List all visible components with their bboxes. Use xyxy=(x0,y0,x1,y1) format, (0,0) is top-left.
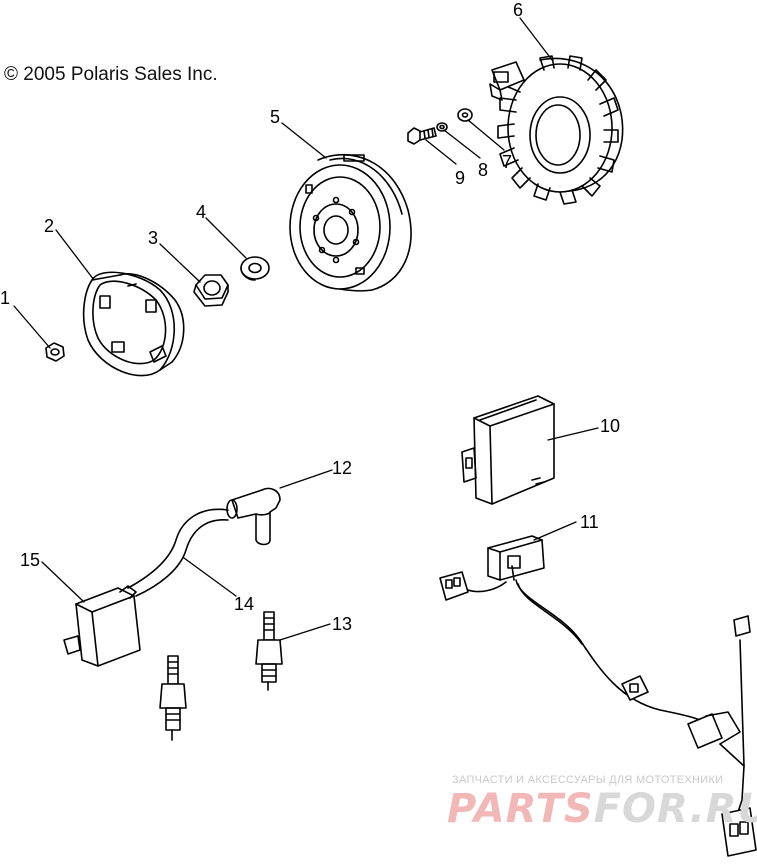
part-5-flywheel xyxy=(289,153,412,292)
callout-6: 6 xyxy=(513,0,523,20)
watermark-logo-part2: FOR.RU xyxy=(594,786,757,832)
part-15-ignition-coil xyxy=(63,585,141,667)
leader-lines xyxy=(13,17,599,641)
watermark-logo-part1: PARTS xyxy=(447,786,594,832)
callout-15: 15 xyxy=(20,550,40,570)
callout-14: 14 xyxy=(234,594,254,614)
watermark-logo: PARTSFOR.RU xyxy=(447,786,757,832)
part-12-spark-plug-cap xyxy=(226,487,281,546)
spare-spark-plug xyxy=(159,655,187,741)
part-2-starter-cup xyxy=(82,271,185,377)
part-14-coil-wire xyxy=(127,508,229,597)
callout-12: 12 xyxy=(332,458,352,478)
callout-4: 4 xyxy=(196,202,206,222)
part-1-nut xyxy=(45,342,65,362)
callout-8: 8 xyxy=(478,160,488,180)
part-4-washer xyxy=(240,256,270,281)
watermark: ЗАПЧАСТИ И АКСЕССУАРЫ ДЛЯ МОТОТЕХНИКИ PA… xyxy=(447,774,757,832)
copyright-notice: © 2005 Polaris Sales Inc. xyxy=(4,64,218,85)
part-7-washer xyxy=(457,108,473,122)
callout-3: 3 xyxy=(148,228,158,248)
callout-1: 1 xyxy=(0,288,10,308)
callout-2: 2 xyxy=(44,216,54,236)
part-3-hex-nut xyxy=(193,274,229,307)
callout-10: 10 xyxy=(600,416,620,436)
callout-5: 5 xyxy=(270,107,280,127)
callout-11: 11 xyxy=(580,512,599,532)
part-13-spark-plug xyxy=(255,611,283,691)
callout-9: 9 xyxy=(455,168,465,188)
callout-13: 13 xyxy=(332,614,352,634)
watermark-tagline: ЗАПЧАСТИ И АКСЕССУАРЫ ДЛЯ МОТОТЕХНИКИ xyxy=(452,774,723,786)
part-6-stator xyxy=(489,55,624,205)
callout-labels: 1 2 3 4 5 6 7 8 9 10 11 12 13 14 15 xyxy=(0,0,620,634)
callout-7: 7 xyxy=(502,152,512,172)
part-9-screw xyxy=(407,127,437,145)
part-8-lock-washer xyxy=(436,122,448,132)
part-10-cdi-module xyxy=(461,395,555,505)
part-11-wiring-harness xyxy=(439,535,757,857)
